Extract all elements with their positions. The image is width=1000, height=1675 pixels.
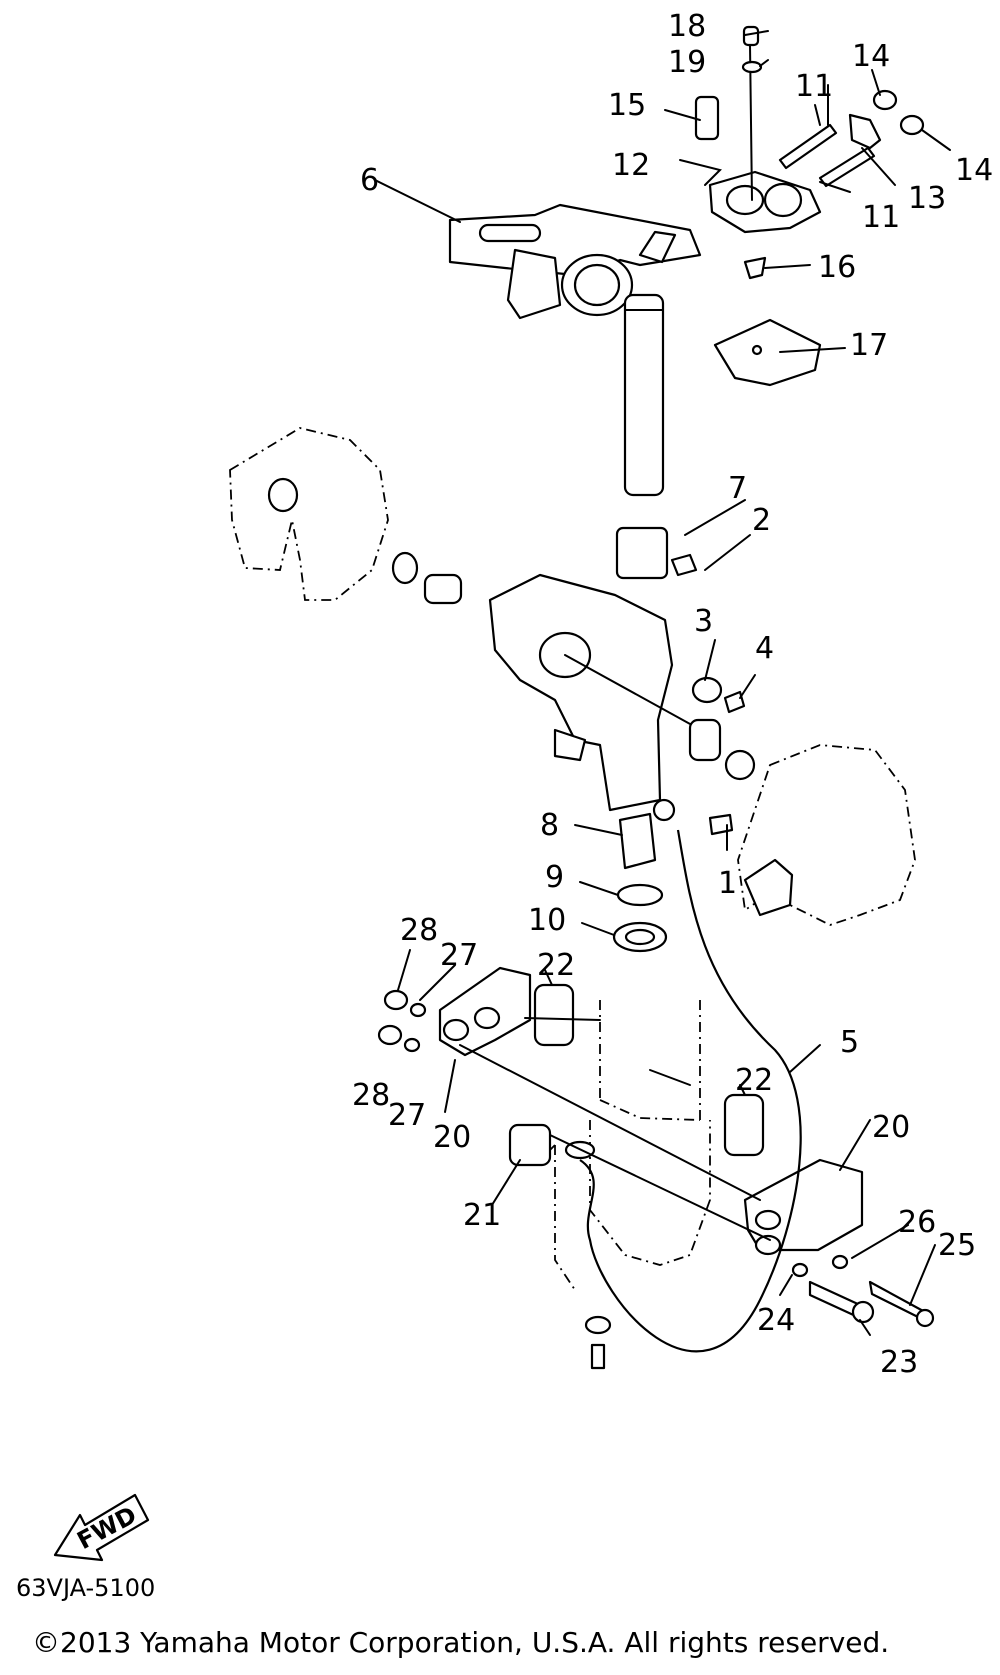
- callout-label: 11: [862, 200, 900, 235]
- fwd-arrow: FWD: [53, 1493, 150, 1562]
- callout-label: 12: [612, 148, 650, 183]
- callout-labels: 18 19 15 14 11 12 14 13 11 6 16 17 7 2 3…: [352, 9, 993, 1380]
- callout-label: 11: [795, 69, 833, 104]
- callout-label: 10: [528, 903, 566, 938]
- callout-label: 23: [880, 1345, 918, 1380]
- fwd-label: FWD: [73, 1501, 142, 1555]
- callout-label: 5: [840, 1025, 859, 1060]
- callout-label: 24: [757, 1303, 795, 1338]
- steering-bracket: [448, 203, 702, 497]
- clamp-bracket-right: [737, 744, 916, 926]
- callout-label: 7: [728, 471, 747, 506]
- callout-label: 22: [735, 1063, 773, 1098]
- leader-lines: [374, 30, 951, 1336]
- callout-label: 6: [360, 163, 379, 198]
- callout-label: 21: [463, 1198, 501, 1233]
- part-code: 63VJA-5100: [16, 1574, 156, 1602]
- callout-label: 28: [352, 1078, 390, 1113]
- callout-label: 8: [540, 808, 559, 843]
- callout-label: 27: [440, 938, 478, 973]
- callout-label: 9: [545, 860, 564, 895]
- callout-label: 16: [818, 250, 856, 285]
- callout-label: 1: [718, 866, 737, 901]
- callout-label: 20: [872, 1110, 910, 1145]
- callout-label: 27: [388, 1098, 426, 1133]
- callout-label: 2: [752, 503, 771, 538]
- callout-label: 17: [850, 328, 888, 363]
- callout-label: 18: [668, 9, 706, 44]
- top-cover-assembly: [694, 25, 925, 387]
- callout-label: 4: [755, 631, 774, 666]
- callout-label: 3: [694, 604, 713, 639]
- swivel-bracket: [488, 526, 756, 812]
- swivel-hardware: [612, 798, 734, 953]
- clamp-bracket-left: [229, 427, 463, 605]
- lower-mount-hardware: [377, 966, 935, 1370]
- callout-label: 13: [908, 181, 946, 216]
- callout-label: 22: [537, 948, 575, 983]
- callout-label: 20: [433, 1120, 471, 1155]
- callout-label: 14: [955, 153, 993, 188]
- callout-label: 25: [938, 1228, 976, 1263]
- ground-cable: [579, 829, 802, 1353]
- callout-label: 14: [852, 39, 890, 74]
- callout-label: 28: [400, 913, 438, 948]
- callout-label: 15: [608, 88, 646, 123]
- copyright-notice: ©2013 Yamaha Motor Corporation, U.S.A. A…: [32, 1626, 890, 1659]
- callout-label: 26: [898, 1205, 936, 1240]
- callout-label: 19: [668, 45, 706, 80]
